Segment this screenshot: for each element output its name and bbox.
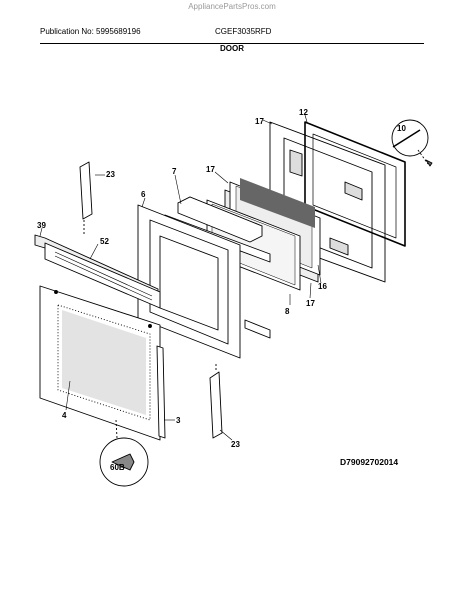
- callout-6: 6: [141, 190, 146, 199]
- inner-panel-shape: [137, 204, 241, 359]
- outer-door-shape: [39, 285, 161, 441]
- hinge-bottom-shape: [209, 362, 223, 439]
- callout-4: 4: [62, 411, 67, 420]
- section-title: DOOR: [220, 44, 244, 53]
- callout-39: 39: [37, 221, 46, 230]
- side-trim-shape: [156, 345, 166, 439]
- callout-52: 52: [100, 237, 109, 246]
- header-rule: [40, 43, 424, 44]
- callout-labels: 17 12 10 17 7 6 23 39 52 16 17 8 4 3 23 …: [37, 108, 406, 472]
- gasket-shape: [304, 121, 406, 247]
- callout-23-bottom: 23: [231, 440, 240, 449]
- publication-number: Publication No: 5995689196: [40, 27, 141, 36]
- callout-23-top: 23: [106, 170, 115, 179]
- hinge-top-shape: [79, 161, 93, 234]
- callout-8: 8: [285, 307, 290, 316]
- model-number: CGEF3035RFD: [215, 27, 272, 36]
- callout-7: 7: [172, 167, 177, 176]
- callout-10: 10: [397, 124, 406, 133]
- callout-3: 3: [176, 416, 181, 425]
- screw-circle-60b: [99, 419, 149, 487]
- callout-9: 17: [255, 117, 264, 126]
- callout-12: 12: [299, 108, 308, 117]
- callout-60b: 60B: [110, 463, 125, 472]
- callout-17-bottom: 17: [306, 299, 315, 308]
- screw-circle-10: [391, 119, 433, 167]
- watermark: AppliancePartsPros.com: [188, 2, 276, 11]
- handle-shape: [44, 242, 161, 309]
- callout-17-top: 17: [206, 165, 215, 174]
- callout-16: 16: [318, 282, 327, 291]
- leader-lines: [39, 114, 322, 441]
- diagram-code: D79092702014: [340, 457, 399, 467]
